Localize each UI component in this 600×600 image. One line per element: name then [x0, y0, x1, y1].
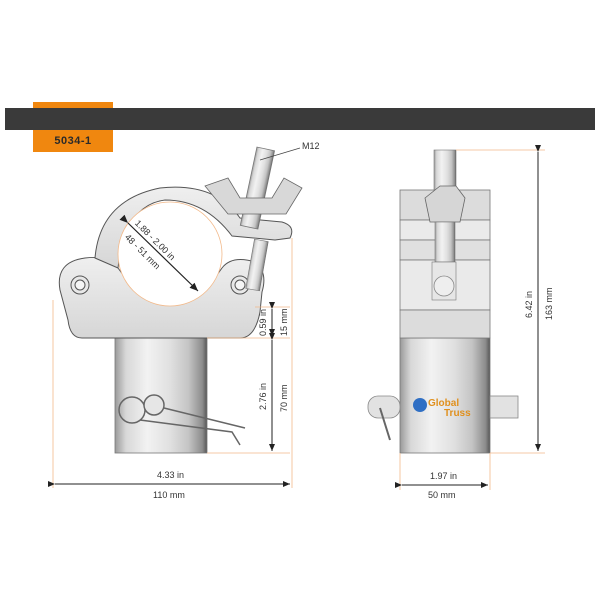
spigot-height-in: 2.76 in [258, 382, 268, 410]
spigot-width-in: 1.97 in [430, 471, 458, 481]
thread-size-label: M12 [302, 141, 320, 151]
flange-height-mm: 15 mm [279, 308, 289, 336]
globe-icon [413, 398, 427, 412]
r-clip [118, 394, 246, 446]
overall-width-mm: 110 mm [153, 490, 185, 500]
flange-height-in: 0.59 in [258, 308, 268, 336]
header-bar [5, 108, 595, 130]
overall-height-in: 6.42 in [524, 290, 534, 318]
spigot-tube-front [399, 337, 491, 454]
bolt-m12 [204, 146, 303, 292]
spigot-tube [114, 337, 208, 454]
product-code: 5034-1 [54, 135, 92, 147]
overall-width-in: 4.33 in [157, 470, 185, 480]
spigot-height-mm: 70 mm [279, 384, 289, 412]
overall-height-mm: 163 mm [544, 287, 554, 320]
spigot-width-mm: 50 mm [428, 490, 456, 500]
front-view-clamp [367, 149, 519, 454]
logo-global: Global [428, 398, 460, 409]
logo-truss: Truss [444, 408, 471, 419]
